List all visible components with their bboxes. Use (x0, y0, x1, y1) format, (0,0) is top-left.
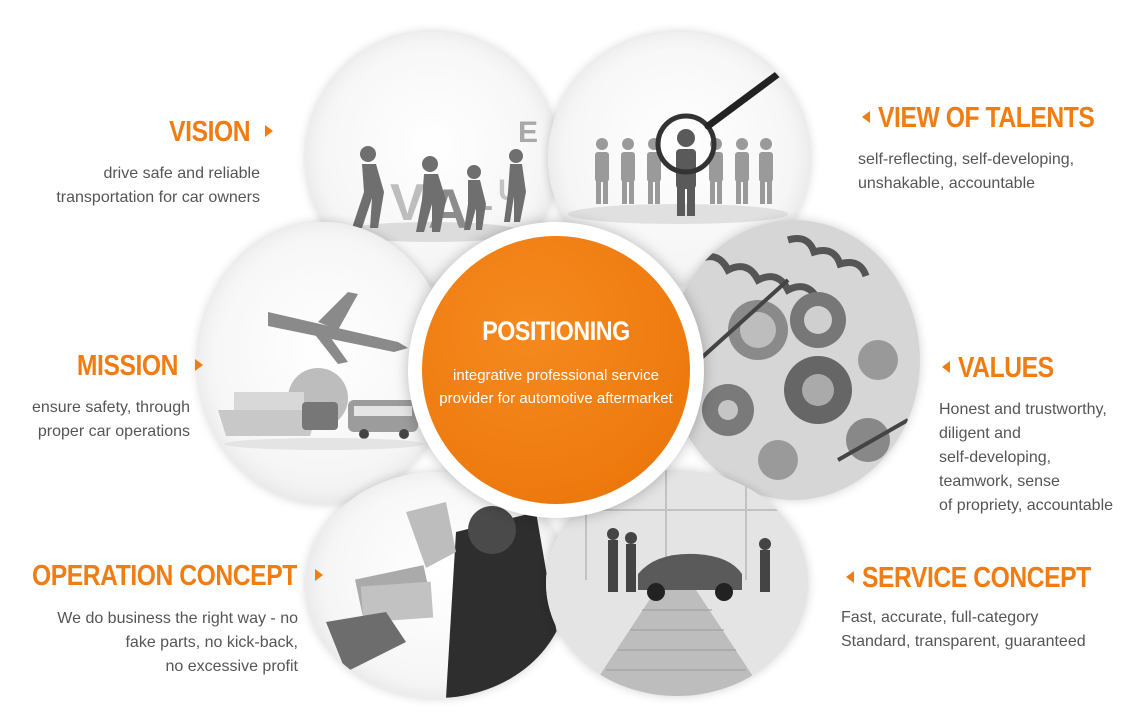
mission-description: ensure safety, through proper car operat… (32, 396, 190, 444)
transport-image (218, 292, 424, 450)
service-concept-heading: SERVICE CONCEPT (846, 562, 1131, 595)
letter-e: E (518, 116, 538, 149)
triangle-left-icon (862, 111, 870, 124)
refuse-bribe-image (326, 502, 568, 698)
triangle-left-icon (942, 361, 950, 374)
vision-line: transportation for car owners (56, 189, 260, 206)
mission-line: proper car operations (37, 423, 190, 440)
service-concept-description: Fast, accurate, full-category Standard, … (841, 606, 1086, 654)
vision-line: drive safe and reliable (103, 165, 260, 182)
auto-parts-image (668, 220, 920, 500)
operation-concept-title: OPERATION CONCEPT (32, 560, 297, 592)
values-illustration (668, 220, 920, 500)
values-title: VALUES (957, 352, 1054, 384)
values-line: Honest and trustworthy, (939, 401, 1107, 418)
mission-title: MISSION (76, 350, 179, 382)
view-of-talents-line: unshakable, accountable (858, 175, 1036, 192)
operation-concept-line: fake parts, no kick-back, (125, 634, 298, 651)
vision-description: drive safe and reliable transportation f… (56, 162, 260, 210)
values-line: teamwork, sense (939, 473, 1060, 490)
values-line: self-developing, (939, 449, 1052, 466)
magnifier-people-image (568, 70, 788, 224)
mission-line: ensure safety, through (31, 399, 190, 416)
mission-heading: MISSION (68, 350, 203, 383)
view-of-talents-description: self-reflecting, self-developing, unshak… (858, 148, 1074, 196)
view-of-talents-title: VIEW OF TALENTS (877, 102, 1095, 134)
service-concept-title: SERVICE CONCEPT (861, 562, 1091, 594)
value-letters-image: V A L U E (342, 116, 538, 242)
view-of-talents-line: self-reflecting, self-developing, (858, 151, 1075, 168)
vision-heading: VISION (162, 116, 273, 149)
triangle-right-icon (194, 359, 203, 372)
triangle-right-icon (264, 125, 273, 138)
operation-concept-line: We do business the right way - no (57, 610, 298, 627)
service-concept-line: Standard, transparent, guaranteed (841, 633, 1086, 650)
vision-title: VISION (169, 116, 251, 148)
operation-concept-heading: OPERATION CONCEPT (32, 560, 324, 593)
values-line: of propriety, accountable (939, 497, 1114, 514)
values-heading: VALUES (942, 352, 1070, 385)
operation-concept-line: no excessive profit (165, 658, 298, 675)
view-of-talents-heading: VIEW OF TALENTS (862, 102, 1132, 135)
triangle-left-icon (846, 571, 854, 584)
values-line: diligent and (939, 425, 1021, 442)
service-concept-line: Fast, accurate, full-category (841, 609, 1039, 626)
operation-concept-description: We do business the right way - no fake p… (57, 607, 298, 679)
values-description: Honest and trustworthy, diligent and sel… (939, 398, 1113, 518)
positioning-title: POSITIONING (482, 316, 630, 346)
triangle-right-icon (315, 569, 324, 582)
positioning-description: integrative professional service provide… (439, 367, 673, 407)
positioning-circle: POSITIONING integrative professional ser… (422, 236, 690, 504)
